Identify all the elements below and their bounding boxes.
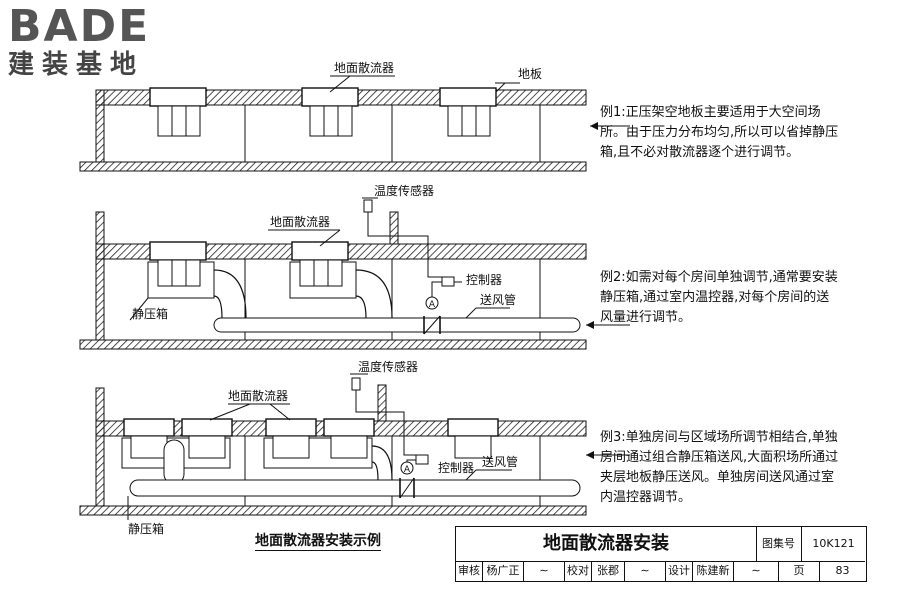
brand-logo: BADE 建装基地 — [8, 1, 151, 81]
diffuser-1b — [301, 87, 359, 137]
label-controller-2: 控制器 — [466, 273, 502, 287]
diffuser-3b — [181, 418, 233, 459]
figure-caption: 地面散流器安装示例 — [255, 530, 381, 551]
designer-signature: ∼ — [734, 561, 779, 581]
controller-2 — [441, 276, 455, 287]
review-label: 审核 — [456, 561, 483, 581]
diffuser-2a — [149, 241, 207, 287]
meter-mark-3: A — [404, 465, 411, 475]
diffuser-3e — [447, 418, 499, 459]
temp-sensor-2 — [363, 199, 373, 213]
label-floor: 地板 — [518, 67, 542, 81]
label-controller-3: 控制器 — [438, 461, 474, 475]
diffuser-1c — [439, 87, 497, 137]
page-number: 83 — [835, 564, 850, 577]
diffuser-1a — [149, 87, 207, 137]
example2-drawing: A 温度传感器 控制器 送风管 地面散流器 静压箱 — [79, 183, 630, 350]
label-duct-3: 送风管 — [482, 454, 518, 469]
atlas-number: 10K121 — [802, 527, 865, 562]
example3-drawing: A 温度传感器 控制器 送风管 地面散流器 静压箱 — [79, 359, 630, 536]
label-static-box-3: 静压箱 — [128, 521, 164, 536]
label-sensor-2: 温度传感器 — [374, 183, 434, 198]
reviewer-signature: ∼ — [524, 561, 565, 581]
slab-1 — [79, 161, 587, 172]
diffuser-3a — [123, 418, 175, 459]
diffuser-3d — [323, 418, 375, 459]
supply-duct-2 — [213, 317, 581, 333]
checker-signature: ∼ — [625, 561, 666, 581]
temp-sensor-3 — [351, 377, 361, 391]
atlas-label: 图集号 — [756, 527, 802, 562]
title-block: 地面散流器安装 图集号 10K121 审核 杨广正 ∼ 校对 张郡 ∼ 设计 陈… — [455, 526, 867, 582]
label-diffuser-3: 地面散流器 — [228, 388, 288, 403]
label-diffuser-2: 地面散流器 — [270, 214, 330, 229]
reviewer: 杨广正 — [483, 561, 524, 581]
meter-mark-2: A — [429, 300, 436, 310]
slab-3 — [79, 505, 587, 516]
designer: 陈建新 — [693, 561, 734, 581]
diffuser-3c — [265, 418, 317, 459]
supply-duct-3 — [129, 479, 581, 497]
note-example-2: 例2:如需对每个房间单独调节,通常要安装静压箱,通过室内温控器,对每个房间的送风… — [600, 270, 838, 325]
controller-3 — [415, 454, 429, 465]
note-example-1: 例1:正压架空地板主要适用于大空间场所。由于压力分布均匀,所以可以省掉静压箱,且… — [600, 105, 839, 160]
label-duct-2: 送风管 — [480, 292, 516, 307]
checker: 张郡 — [592, 561, 625, 581]
label-sensor-3: 温度传感器 — [358, 359, 418, 374]
design-label: 设计 — [666, 561, 693, 581]
label-static-box-2: 静压箱 — [132, 306, 168, 321]
slab-2 — [79, 339, 587, 350]
check-label: 校对 — [565, 561, 592, 581]
example1-drawing: 地面散流器 地板 — [79, 60, 630, 172]
diffuser-2b — [291, 241, 349, 287]
logo-word: BADE — [8, 1, 151, 52]
note-example-3: 例3:单独房间与区域场所调节相结合,单独房间通过组合静压箱送风,大面积场所通过夹… — [600, 430, 839, 505]
drawing-title: 地面散流器安装 — [456, 527, 757, 562]
page-label: 页 — [779, 561, 820, 581]
logo-subtitle: 建装基地 — [8, 50, 145, 80]
label-diffuser-1: 地面散流器 — [334, 60, 394, 75]
